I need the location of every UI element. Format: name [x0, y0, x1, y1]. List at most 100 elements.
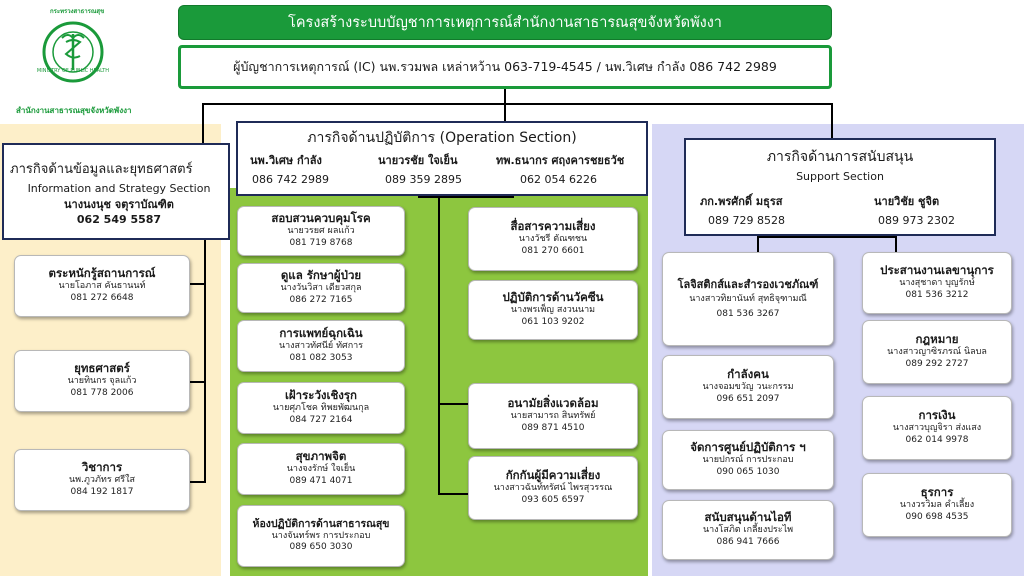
support-section-header: ภารกิจด้านการสนับสนุน Support Section ภก…	[684, 138, 996, 236]
unit-phone: 096 651 2097	[716, 393, 780, 404]
support-unit-finance: การเงิน นางสาวบุญจิรา ส่งแสง 062 014 997…	[862, 396, 1012, 460]
unit-phone: 081 270 6601	[521, 245, 585, 256]
info-section-lead-phone: 062 549 5587	[76, 212, 162, 226]
operation-lead-1-name: นพ.วิเศษ กำลัง	[250, 154, 322, 167]
connector-support-bar	[757, 236, 897, 238]
unit-person: นางจอมขวัญ วนะกรรม	[702, 382, 794, 393]
ops-unit-public-health-lab: ห้องปฏิบัติการด้านสาธารณสุข นางจันทร์พร …	[237, 505, 405, 567]
unit-phone: 090 065 1030	[716, 466, 780, 477]
unit-person: นายโอภาส คันธานนท์	[58, 281, 146, 292]
unit-title: จัดการศูนย์ปฏิบัติการ ฯ	[690, 440, 806, 455]
unit-person: นางพรเพ็ญ สงวนนาม	[510, 305, 596, 316]
connector-info-trunk	[204, 240, 206, 483]
unit-phone: 081 778 2006	[70, 387, 134, 398]
unit-title: สอบสวนควบคุมโรค	[271, 211, 371, 226]
unit-person: นายปกรณ์ การประกอบ	[702, 455, 794, 466]
operation-lead-2-name: นายวรชัย ใจเย็น	[378, 154, 458, 167]
ops-unit-disease-control: สอบสวนควบคุมโรค นายวรยศ ผลแก้ว 081 719 8…	[237, 206, 405, 256]
operation-lead-1-phone: 086 742 2989	[252, 173, 329, 186]
unit-title: โลจิสติกส์และสำรองเวชภัณฑ์	[677, 277, 819, 291]
unit-title: สนับสนุนด้านไอที	[704, 510, 792, 525]
ops-unit-active-surveillance: เฝ้าระวังเชิงรุก นายศุภโชค ทิพยพัฒนกุล 0…	[237, 382, 405, 434]
connector-support-right	[895, 236, 897, 252]
logo-ring-text-en: MINISTRY OF PUBLIC HEALTH	[36, 68, 110, 74]
unit-title: กำลังคน	[727, 367, 769, 382]
unit-phone: 086 941 7666	[716, 536, 780, 547]
unit-title: ยุทธศาสตร์	[74, 361, 130, 376]
support-lead-2-phone: 089 973 2302	[878, 214, 955, 227]
unit-phone: 090 698 4535	[905, 511, 969, 522]
unit-person: นางสาวฉันท์ทรัศน์ ไพรสุวรรณ	[493, 483, 613, 494]
connector-ops-trunk	[438, 196, 440, 494]
unit-title: ประสานงานเลขานุการ	[880, 263, 994, 278]
support-section-title-en: Support Section	[796, 170, 884, 183]
unit-title: ห้องปฏิบัติการด้านสาธารณสุข	[252, 518, 390, 531]
operation-lead-3-name: ทพ.ธนากร ศฤงคารชยธวัช	[496, 154, 625, 167]
unit-phone: 081 536 3267	[716, 308, 780, 319]
unit-phone: 089 471 4071	[289, 475, 353, 486]
unit-title: การแพทย์ฉุกเฉิน	[279, 326, 363, 341]
ops-unit-environmental-health: อนามัยสิ่งแวดล้อม นายสามารถ สินทรัพย์ 08…	[468, 383, 638, 449]
connector-info-branch-2	[190, 381, 206, 383]
unit-title: ธุรการ	[920, 485, 954, 500]
unit-phone: 089 292 2727	[905, 358, 969, 369]
connector-ops-right-bottom	[438, 493, 468, 495]
unit-title: ตระหนักรู้สถานการณ์	[48, 266, 156, 281]
unit-person: นายศุภโชค ทิพยพัฒนกุล	[272, 403, 370, 414]
unit-title: สื่อสารความเสี่ยง	[510, 219, 596, 234]
logo-ring-text: กระทรวงสาธารณสุข	[50, 8, 105, 15]
unit-title: วิชาการ	[81, 460, 123, 475]
unit-phone: 061 103 9202	[521, 316, 585, 327]
unit-phone: 084 192 1817	[70, 486, 134, 497]
unit-title: อนามัยสิ่งแวดล้อม	[507, 396, 599, 411]
organization-name: สำนักงานสาธารณสุขจังหวัดพังงา	[16, 106, 132, 115]
info-unit-strategy: ยุทธศาสตร์ นายทินกร จุลแก้ว 081 778 2006	[14, 350, 190, 412]
unit-person: นางวัชรี ตัณฑชน	[518, 234, 588, 245]
operation-section-title: ภารกิจด้านปฏิบัติการ (Operation Section)	[307, 130, 577, 146]
unit-person: นายทินกร จุลแก้ว	[67, 376, 137, 387]
chart-title-banner: โครงสร้างระบบบัญชาการเหตุการณ์สำนักงานสา…	[178, 5, 832, 40]
unit-title: ปฏิบัติการด้านวัคซีน	[502, 290, 604, 305]
ministry-logo	[42, 8, 104, 92]
connector-info-down	[202, 103, 204, 143]
unit-person: นางสาวทิยานันท์ สุทธิจุฑามณี	[689, 293, 807, 304]
support-unit-logistics: โลจิสติกส์และสำรองเวชภัณฑ์ นางสาวทิยานัน…	[662, 252, 834, 346]
unit-phone: 089 650 3030	[289, 542, 353, 553]
support-unit-it: สนับสนุนด้านไอที นางโสภิต เกลี้ยงประไพ 0…	[662, 500, 834, 560]
unit-phone: 093 605 6597	[521, 494, 585, 505]
unit-person: นายสามารถ สินทรัพย์	[510, 411, 596, 422]
unit-person: นางสาวญาซิรภรณ์ นิลบล	[887, 347, 987, 358]
unit-person: นางโสภิต เกลี้ยงประไพ	[702, 525, 794, 536]
info-section-title-en: Information and Strategy Section	[27, 181, 211, 195]
unit-person: นางจันทร์พร การประกอบ	[271, 530, 371, 541]
ops-unit-quarantine: กักกันผู้มีความเสี่ยง นางสาวฉันท์ทรัศน์ …	[468, 456, 638, 520]
connector-ops-down	[504, 103, 506, 121]
ops-unit-patient-care: ดูแล รักษาผู้ป่วย นางวันวิสา เดียวสกุล 0…	[237, 263, 405, 313]
connector-commander-down	[504, 88, 506, 104]
unit-person: นางจงรักษ์ ใจเย็น	[286, 464, 356, 475]
support-lead-2-name: นายวิชัย ชูจิต	[874, 195, 940, 208]
operation-section-header: ภารกิจด้านปฏิบัติการ (Operation Section)…	[236, 121, 648, 196]
unit-title: การเงิน	[918, 408, 956, 423]
info-unit-academic: วิชาการ นพ.ภูวภัทร ศรีใส 084 192 1817	[14, 449, 190, 511]
unit-person: นางสุชาดา บุญรักษ์	[899, 278, 975, 289]
support-unit-legal: กฎหมาย นางสาวญาซิรภรณ์ นิลบล 089 292 272…	[862, 320, 1012, 384]
support-unit-manpower: กำลังคน นางจอมขวัญ วนะกรรม 096 651 2097	[662, 355, 834, 419]
incident-commander: ผู้บัญชาการเหตุการณ์ (IC) นพ.รวมพล เหล่า…	[233, 59, 777, 74]
support-unit-operations-center: จัดการศูนย์ปฏิบัติการ ฯ นายปกรณ์ การประก…	[662, 430, 834, 490]
operation-lead-2-phone: 089 359 2895	[385, 173, 462, 186]
unit-phone: 081 272 6648	[70, 292, 134, 303]
unit-person: นายวรยศ ผลแก้ว	[287, 226, 355, 237]
info-unit-situational-awareness: ตระหนักรู้สถานการณ์ นายโอภาส คันธานนท์ 0…	[14, 255, 190, 317]
support-unit-admin: ธุรการ นางวรวิมล คำเลี้ยง 090 698 4535	[862, 473, 1012, 537]
unit-person: นางวันวิสา เดียวสกุล	[280, 283, 362, 294]
connector-info-branch-1	[190, 283, 206, 285]
unit-phone: 086 272 7165	[289, 294, 353, 305]
ops-unit-vaccine: ปฏิบัติการด้านวัคซีน นางพรเพ็ญ สงวนนาม 0…	[468, 280, 638, 340]
info-section-header: ภารกิจด้านข้อมูลและยุทธศาสตร์ Informatio…	[2, 143, 230, 240]
unit-person: นางสาวทัศนีย์ ทัศการ	[278, 341, 364, 352]
info-section-title: ภารกิจด้านข้อมูลและยุทธศาสตร์	[10, 161, 193, 177]
unit-phone: 081 536 3212	[905, 289, 969, 300]
info-section-lead-name: นางนงนุช จตุราบัณฑิต	[64, 197, 174, 211]
unit-person: นางวรวิมล คำเลี้ยง	[899, 500, 975, 511]
